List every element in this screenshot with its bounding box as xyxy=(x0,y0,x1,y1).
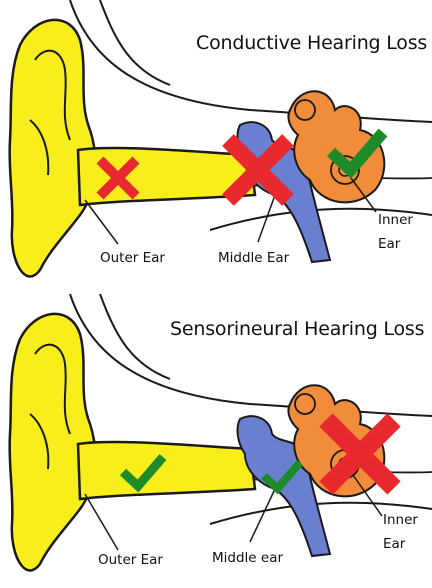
outer-ear-label: Outer Ear xyxy=(98,552,163,568)
outer-ear-label: Outer Ear xyxy=(100,250,165,266)
ear-canal xyxy=(78,442,255,499)
tissue-line xyxy=(70,294,432,416)
panel-title: Conductive Hearing Loss xyxy=(196,32,427,54)
outer-ear-leader xyxy=(85,494,118,550)
panel-title: Sensorineural Hearing Loss xyxy=(170,318,424,340)
middle-ear-label: Middle ear xyxy=(212,550,283,566)
inner-ear-label-line1: Inner xyxy=(378,212,413,228)
inner-ear-label-line2: Ear xyxy=(378,236,400,252)
tissue-line xyxy=(100,0,170,85)
middle-ear-leader xyxy=(258,195,275,242)
tissue-line xyxy=(100,294,170,379)
conductive-hearing-loss-panel: Conductive Hearing Loss Outer Ear Middle… xyxy=(0,0,432,294)
outer-ear-leader xyxy=(85,200,118,244)
inner-ear-label-line1: Inner xyxy=(383,512,418,528)
tissue-line xyxy=(70,0,432,122)
inner-ear-label-line2: Ear xyxy=(383,536,405,552)
middle-ear-label: Middle Ear xyxy=(218,250,289,266)
sensorineural-hearing-loss-panel: Sensorineural Hearing Loss Outer Ear Mid… xyxy=(0,294,432,588)
middle-ear-leader xyxy=(250,489,275,542)
